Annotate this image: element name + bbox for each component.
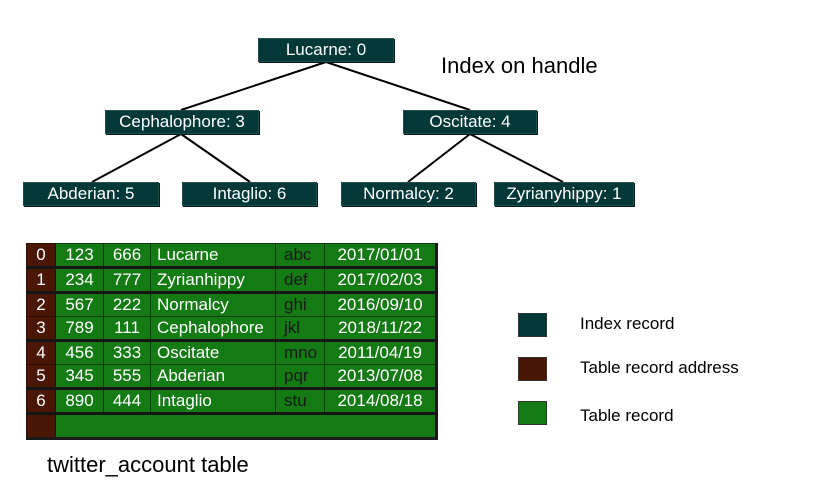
table-row: 1 234 777 Zyrianhippy def 2017/02/03 [26,266,437,293]
cell-col1: 456 [55,339,104,365]
cell-date: 2017/02/03 [324,266,437,293]
table-row: 6 890 444 Intaglio stu 2014/08/18 [26,387,437,414]
record-address: 3 [26,316,56,341]
empty-record [55,412,437,439]
table-row: 2 567 222 Normalcy ghi 2016/09/10 [26,291,437,317]
record-address: 2 [26,291,56,317]
cell-code: mno [275,339,325,365]
cell-handle: Intaglio [150,387,276,414]
table-row: 3 789 111 Cephalophore jkl 2018/11/22 [26,316,437,341]
table-row: 0 123 666 Lucarne abc 2017/01/01 [26,243,437,268]
edge-root-left [180,61,327,111]
cell-col2: 555 [103,364,151,389]
legend-label-table-record-address: Table record address [580,358,739,377]
legend-swatch-index-record [518,313,547,337]
legend-swatch-table-record-address [518,357,547,381]
cell-date: 2017/01/01 [324,243,437,268]
index-node-right-right: Zyrianyhippy: 1 [494,182,634,206]
record-address: 4 [26,339,56,365]
cell-col1: 789 [55,316,104,341]
record-address: 1 [26,266,56,293]
cell-col2: 444 [103,387,151,414]
record-address: 6 [26,387,56,414]
cell-date: 2014/08/18 [324,387,437,414]
record-address-empty [26,412,56,439]
edge-left-leftright [180,133,251,183]
cell-date: 2011/04/19 [324,339,437,365]
cell-handle: Abderian [150,364,276,389]
cell-code: abc [275,243,325,268]
cell-handle: Cephalophore [150,316,276,341]
cell-code: stu [275,387,325,414]
cell-date: 2016/09/10 [324,291,437,317]
cell-col2: 222 [103,291,151,317]
edge-left-leftleft [91,133,182,183]
index-node-left-left: Abderian: 5 [23,182,159,206]
cell-col1: 345 [55,364,104,389]
cell-col2: 111 [103,316,151,341]
legend-label-table-record: Table record [580,406,674,425]
table-row: 4 456 333 Oscitate mno 2011/04/19 [26,339,437,365]
index-node-root: Lucarne: 0 [258,38,394,62]
tree-title: Index on handle [441,53,598,78]
cell-col2: 666 [103,243,151,268]
cell-col2: 333 [103,339,151,365]
table-caption: twitter_account table [47,452,249,477]
cell-code: pqr [275,364,325,389]
cell-col1: 123 [55,243,104,268]
index-node-right-left: Normalcy: 2 [341,182,476,206]
cell-date: 2018/11/22 [324,316,437,341]
edge-right-rightright [469,133,564,183]
cell-handle: Lucarne [150,243,276,268]
legend-swatch-table-record [518,401,547,425]
record-address: 0 [26,243,56,268]
table-row: 5 345 555 Abderian pqr 2013/07/08 [26,364,437,389]
cell-col1: 234 [55,266,104,293]
cell-col1: 567 [55,291,104,317]
record-address: 5 [26,364,56,389]
cell-code: jkl [275,316,325,341]
index-node-left-right: Intaglio: 6 [182,182,317,206]
cell-handle: Oscitate [150,339,276,365]
index-node-left: Cephalophore: 3 [105,110,259,134]
twitter-account-table: 0 123 666 Lucarne abc 2017/01/01 1 234 7… [26,243,438,440]
table-row-empty [26,412,437,439]
edge-root-right [325,61,471,111]
edge-right-rightleft [407,133,471,183]
cell-code: ghi [275,291,325,317]
index-node-right: Oscitate: 4 [403,110,537,134]
cell-col1: 890 [55,387,104,414]
cell-date: 2013/07/08 [324,364,437,389]
cell-handle: Normalcy [150,291,276,317]
legend-label-index-record: Index record [580,314,675,333]
cell-code: def [275,266,325,293]
cell-col2: 777 [103,266,151,293]
cell-handle: Zyrianhippy [150,266,276,293]
